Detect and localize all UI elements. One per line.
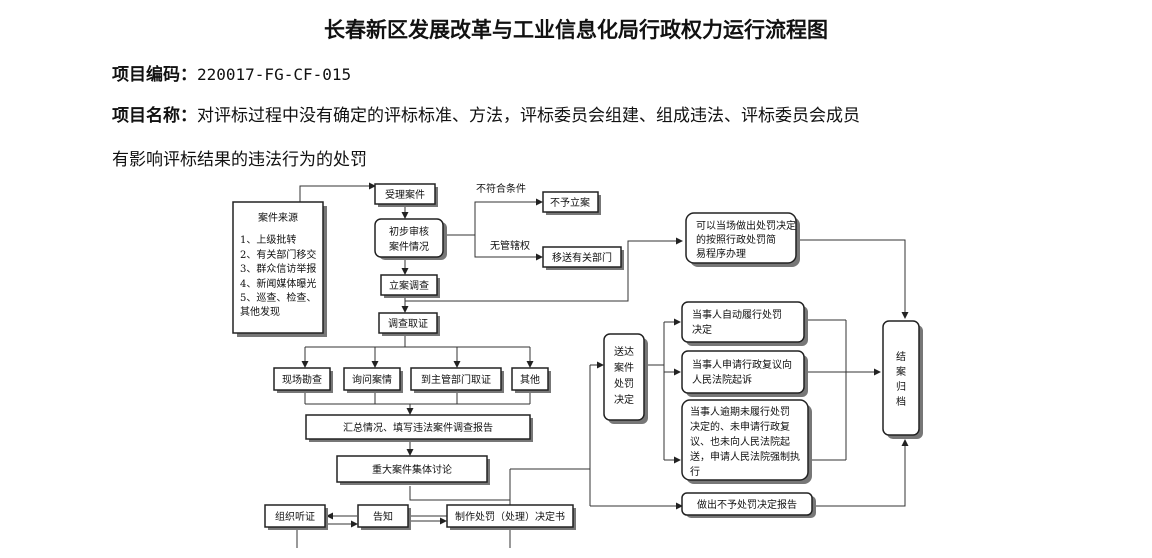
no-penalty-label: 做出不予处罚决定报告: [697, 498, 797, 511]
case-source-box: 案件来源 1、上级批转 2、有关部门移交 3、群众信访举报 4、新闻媒体曝光 5…: [232, 201, 327, 337]
not-meet-label: 不符合条件: [476, 182, 526, 195]
hearing-box: 组织听证: [264, 504, 328, 530]
accept-case-box: 受理案件: [374, 183, 438, 207]
deliver-line: 案件: [614, 361, 634, 374]
decision-doc-box: 制作处罚（处理）决定书: [446, 504, 576, 530]
investigate-label: 调查取证: [388, 317, 428, 330]
case-source-item: 2、有关部门移交: [240, 248, 316, 261]
site-label: 现场勘查: [282, 373, 322, 386]
admin-review-line1: 当事人申请行政复议向: [692, 358, 792, 371]
overdue-line: 当事人逾期未履行处罚: [690, 405, 790, 418]
summary-box: 汇总情况、填写违法案件调查报告: [305, 414, 533, 442]
inquiry-box: 询问案情: [343, 367, 403, 393]
register-box: 立案调查: [380, 274, 440, 298]
other-box: 其他: [511, 367, 551, 393]
transfer-label: 移送有关部门: [552, 251, 612, 264]
no-filing-box: 不予立案: [542, 191, 601, 215]
summary-label: 汇总情况、填写违法案件调查报告: [343, 421, 493, 434]
project-name-row: 项目名称：对评标过程中没有确定的评标标准、方法，评标委员会组建、组成违法、评标委…: [112, 101, 860, 126]
case-source-item: 3、群众信访举报: [240, 262, 316, 275]
simple-procedure-box: 可以当场做出处罚决定 的按照行政处罚简 易程序办理: [685, 212, 800, 267]
deliver-line: 处罚: [614, 378, 634, 390]
voluntary-box: 当事人自动履行处罚 决定: [681, 301, 808, 346]
simple-line1: 可以当场做出处罚决定: [696, 219, 796, 232]
deliver-line: 送达: [614, 345, 634, 358]
close-line: 结: [896, 350, 906, 363]
deliver-decision-box: 送达 案件 处罚 决定: [603, 333, 648, 424]
dept-evidence-label: 到主管部门取证: [421, 373, 491, 386]
other-label: 其他: [520, 373, 540, 386]
page-title: 长春新区发展改革与工业信息化局行政权力运行流程图: [324, 18, 828, 42]
overdue-box: 当事人逾期未履行处罚 决定的、未申请行政复 议、也未向人民法院起 送，申请人民法…: [681, 399, 812, 484]
close-line: 档: [896, 395, 906, 408]
project-code-value: 220017-FG-CF-015: [197, 65, 352, 84]
simple-line3: 易程序办理: [696, 247, 746, 260]
overdue-line: 议、也未向人民法院起: [690, 435, 790, 448]
close-line: 归: [896, 380, 906, 393]
overdue-line: 决定的、未申请行政复: [690, 420, 790, 433]
notify-box: 告知: [357, 504, 411, 530]
no-penalty-box: 做出不予处罚决定报告: [681, 492, 816, 518]
case-source-item: 其他发现: [240, 305, 280, 318]
transfer-box: 移送有关部门: [542, 246, 624, 270]
register-label: 立案调查: [389, 279, 429, 292]
dept-evidence-box: 到主管部门取证: [410, 367, 504, 393]
case-source-item: 4、新闻媒体曝光: [240, 277, 316, 290]
hearing-label: 组织听证: [275, 510, 315, 523]
case-source-item: 5、巡查、检查、: [240, 291, 316, 304]
project-code-row: 项目编码：220017-FG-CF-015: [112, 60, 351, 85]
voluntary-line1: 当事人自动履行处罚: [692, 308, 782, 321]
project-name-line2: 有影响评标结果的违法行为的处罚: [112, 150, 367, 170]
inquiry-label: 询问案情: [352, 373, 392, 386]
voluntary-line2: 决定: [692, 323, 712, 336]
notify-label: 告知: [373, 510, 393, 523]
no-filing-label: 不予立案: [550, 196, 590, 209]
admin-review-box: 当事人申请行政复议向 人民法院起诉: [681, 350, 808, 397]
case-source-item: 1、上级批转: [240, 233, 296, 246]
project-name-line1: 对评标过程中没有确定的评标标准、方法，评标委员会组建、组成违法、评标委员会成员: [197, 106, 860, 126]
initial-review-line1: 初步审核: [389, 225, 429, 238]
admin-review-line2: 人民法院起诉: [692, 373, 752, 386]
deliver-line: 决定: [614, 393, 634, 406]
accept-case-label: 受理案件: [385, 188, 425, 201]
initial-review-line2: 案件情况: [389, 240, 429, 253]
collective-box: 重大案件集体讨论: [336, 455, 490, 485]
no-jurisdiction-label: 无管辖权: [490, 239, 530, 252]
initial-review-box: 初步审核 案件情况: [374, 218, 447, 260]
close-archive-box: 结 案 归 档: [882, 320, 923, 439]
decision-doc-label: 制作处罚（处理）决定书: [455, 510, 565, 523]
close-line: 案: [896, 365, 906, 378]
collective-label: 重大案件集体讨论: [372, 463, 452, 476]
project-code-label: 项目编码：: [112, 65, 197, 85]
case-source-title: 案件来源: [258, 211, 298, 224]
overdue-line: 送，申请人民法院强制执: [690, 450, 800, 463]
simple-line2: 的按照行政处罚简: [696, 233, 776, 246]
project-name-label: 项目名称：: [112, 106, 197, 126]
overdue-line: 行: [690, 465, 700, 478]
investigate-box: 调查取证: [378, 312, 440, 336]
site-box: 现场勘查: [273, 367, 333, 393]
